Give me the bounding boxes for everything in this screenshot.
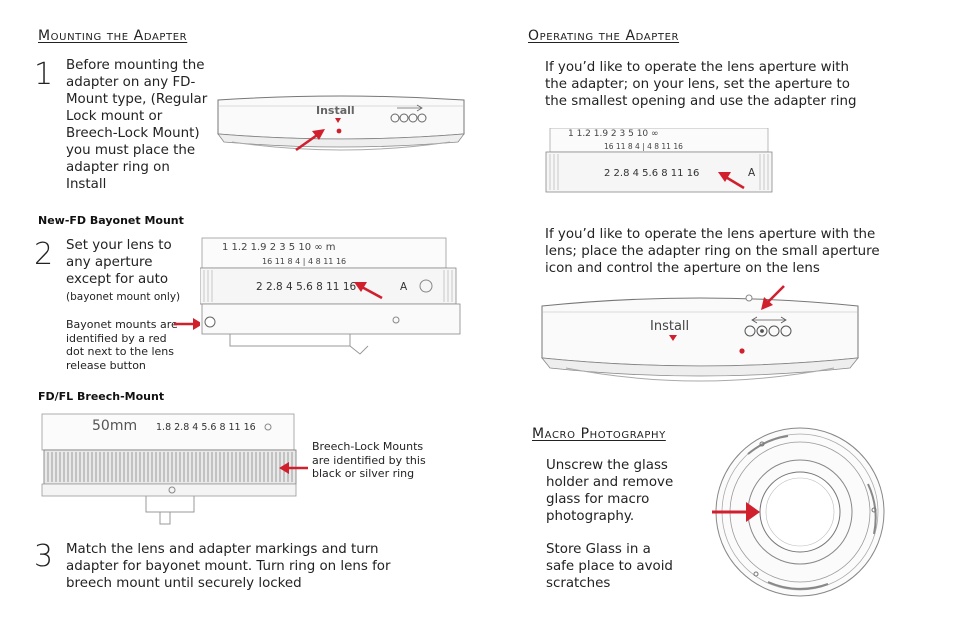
step-1-line: you must place the	[66, 143, 196, 158]
aperture-scale: 2 2.8 4 5.6 8 11 16	[256, 281, 357, 293]
step-1-line: Mount type, (Regular	[66, 92, 208, 107]
step-2-note: (bayonet mount only)	[66, 291, 181, 303]
dof-scale: 16 11 8 4 | 4 8 11 16	[604, 142, 683, 151]
lens-release-button	[204, 316, 216, 328]
heading-operating: Operating the Adapter	[528, 28, 680, 44]
callout-line: are identified by this	[312, 453, 426, 467]
step-1-line: adapter on any FD-	[66, 75, 196, 90]
callout-line: black or silver ring	[312, 467, 415, 480]
aperture-circles-icon	[744, 325, 792, 337]
dof-scale: 16 11 8 4 | 4 8 11 16	[262, 257, 346, 266]
step-2-number: 2	[34, 237, 54, 272]
distance-scale: 1 1.2 1.9 2 3 5 10 ∞ m	[222, 242, 335, 253]
operating-line: the smallest opening and use the adapter…	[545, 94, 857, 109]
breech-lock-ring	[43, 449, 297, 485]
step-3-line: breech mount until securely locked	[66, 576, 302, 591]
operating-text-1: If you’d like to operate the lens apertu…	[545, 59, 905, 110]
macro-line: glass for macro	[546, 492, 650, 507]
lens-aperture-photo: 1 1.2 1.9 2 3 5 10 ∞ 16 11 8 4 | 4 8 11 …	[544, 128, 774, 196]
lens-bayonet-photo: 1 1.2 1.9 2 3 5 10 ∞ m 16 11 8 4 | 4 8 1…	[200, 236, 462, 372]
operating-line: lens; place the adapter ring on the smal…	[545, 244, 880, 259]
install-label: Install	[650, 319, 689, 334]
macro-line: photography.	[546, 509, 635, 524]
distance-scale: 1 1.2 1.9 2 3 5 10 ∞	[568, 129, 659, 139]
step-2-line: except for auto	[66, 272, 169, 287]
red-dot-icon	[336, 128, 342, 134]
auto-label: A	[400, 281, 408, 293]
install-triangle-icon	[335, 118, 341, 123]
step-2-line: any aperture	[66, 255, 153, 270]
callout-line: release button	[66, 358, 146, 372]
auto-label: A	[748, 167, 756, 179]
install-label: Install	[316, 104, 355, 117]
bayonet-callout: Bayonet mounts are identified by a red d…	[66, 318, 186, 372]
install-triangle-icon	[669, 335, 677, 341]
store-line: Store Glass in a	[546, 542, 651, 557]
operating-line: If you’d like to operate the lens apertu…	[545, 227, 876, 242]
glass-holder	[759, 471, 841, 553]
adapter-small-aperture-photo: Install	[538, 282, 862, 398]
operating-line: the adapter; on your lens, set the apert…	[545, 77, 850, 92]
aperture-circles-icon	[390, 113, 427, 123]
macro-line: holder and remove	[546, 475, 674, 490]
step-3-line: Match the lens and adapter markings and …	[66, 542, 379, 557]
aperture-scale: 1.8 2.8 4 5.6 8 11 16	[156, 422, 256, 433]
macro-line: Unscrew the glass	[546, 458, 668, 473]
step-1-line: Install	[66, 177, 107, 192]
heading-macro: Macro Photography	[532, 426, 666, 442]
step-1-line: Breech-Lock Mount)	[66, 126, 200, 141]
operating-text-2: If you’d like to operate the lens apertu…	[545, 226, 925, 277]
macro-text: Unscrew the glass holder and remove glas…	[546, 457, 706, 525]
step-2-text: Set your lens to any aperture except for…	[66, 237, 206, 288]
step-2-line: Set your lens to	[66, 238, 172, 253]
breech-callout-arrow-icon	[279, 462, 308, 474]
step-3-line: adapter for bayonet mount. Turn ring on …	[66, 559, 391, 574]
red-arrow-icon	[712, 502, 760, 522]
aperture-scale: 2 2.8 4 5.6 8 11 16	[604, 168, 699, 179]
step-1-line: adapter ring on	[66, 160, 170, 175]
operating-line: If you’d like to operate the lens apertu…	[545, 60, 850, 75]
store-line: safe place to avoid	[546, 559, 673, 574]
callout-line: Breech-Lock Mounts	[312, 440, 424, 453]
callout-line: dot next to the lens	[66, 345, 175, 358]
operating-line: icon and control the aperture on the len…	[545, 261, 820, 276]
step-3-number: 3	[34, 539, 54, 574]
step-1-line: Lock mount or	[66, 109, 163, 124]
adapter-install-photo: Install	[212, 90, 470, 165]
red-dot-icon	[739, 348, 745, 354]
subheading-breech: FD/FL Breech-Mount	[38, 390, 165, 403]
breech-callout: Breech-Lock Mounts are identified by thi…	[312, 440, 432, 481]
red-arrow-icon	[295, 129, 325, 152]
red-arrow-icon	[354, 282, 383, 300]
callout-line: identified by a red	[66, 331, 167, 345]
step-1-line: Before mounting the	[66, 58, 205, 73]
subheading-new-fd: New-FD Bayonet Mount	[38, 214, 184, 227]
step-1-text: Before mounting the adapter on any FD- M…	[66, 57, 226, 193]
store-text: Store Glass in a safe place to avoid scr…	[546, 541, 706, 592]
bayonet-callout-arrow-icon	[174, 318, 203, 330]
heading-mounting: Mounting the Adapter	[38, 28, 188, 44]
red-arrow-icon	[718, 172, 745, 190]
adapter-rear-photo	[708, 424, 888, 600]
step-3-text: Match the lens and adapter markings and …	[66, 541, 426, 592]
step-1-number: 1	[34, 57, 54, 92]
store-line: scratches	[546, 576, 611, 591]
red-arrow-icon	[761, 285, 785, 310]
callout-line: Bayonet mounts are	[66, 318, 178, 331]
lens-breech-photo: 50mm 1.8 2.8 4 5.6 8 11 16	[36, 408, 298, 534]
focal-length-label: 50mm	[92, 418, 137, 434]
